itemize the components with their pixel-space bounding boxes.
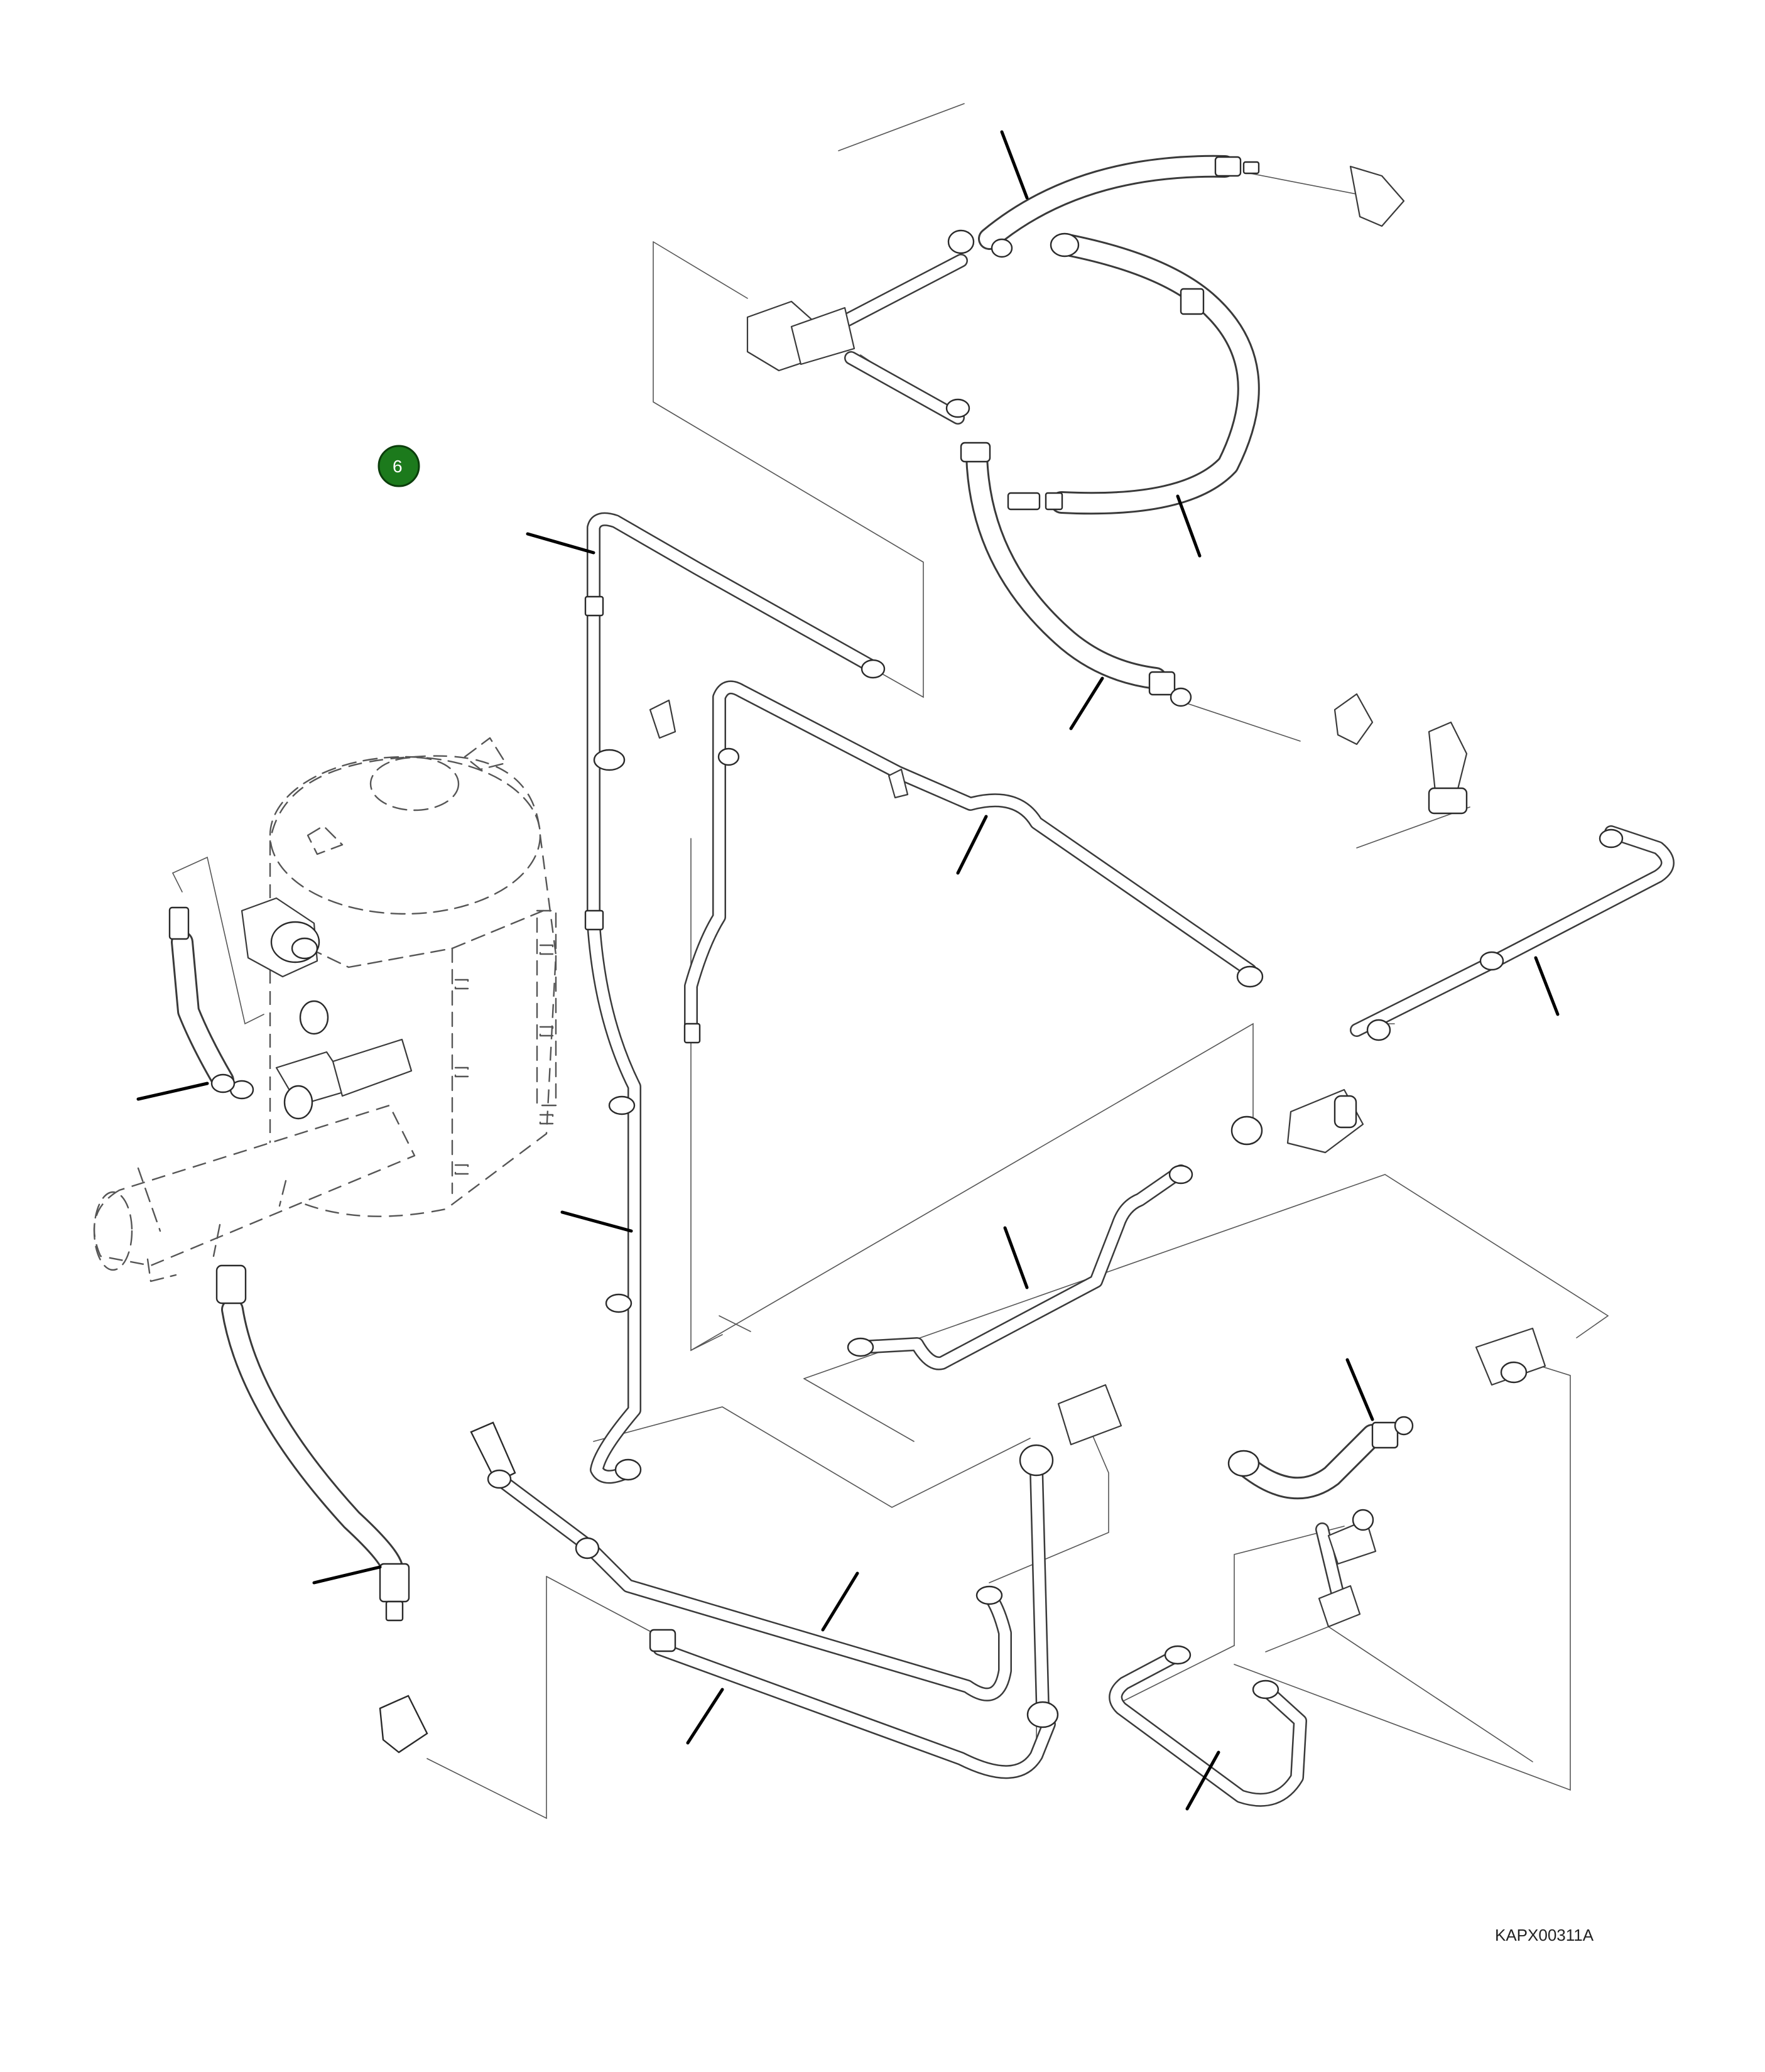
leader-lines: [136, 130, 1560, 1811]
callout-label: 6: [393, 457, 403, 476]
brackets: [649, 165, 1546, 1628]
air-tank-phantom: [93, 737, 557, 1283]
fittings: [168, 156, 1624, 1754]
figure-id: KAPX00311A: [1495, 1926, 1594, 1945]
tank-mount-studs: [454, 944, 554, 1175]
callout-6[interactable]: 6: [377, 445, 420, 487]
hoses: [171, 155, 1384, 1581]
callout-badge[interactable]: [377, 445, 420, 487]
tubes: [492, 254, 1675, 1807]
tank-fittings: [229, 897, 413, 1120]
